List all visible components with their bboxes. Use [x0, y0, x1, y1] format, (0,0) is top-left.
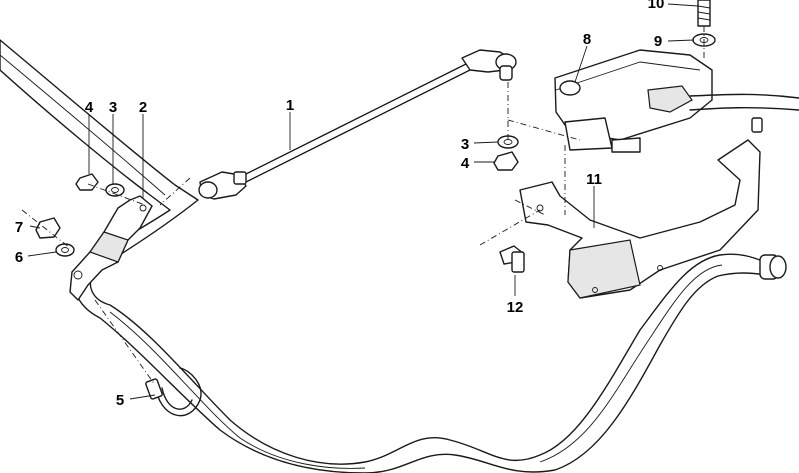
callout-6: 6: [15, 249, 23, 266]
callout-7: 7: [15, 219, 23, 236]
right-bracket: [519, 117, 763, 299]
callout-5: 5: [116, 392, 124, 409]
stabilizer-bar: [0, 39, 787, 473]
callout-3-left: 3: [109, 99, 117, 116]
callout-1: 1: [286, 97, 294, 114]
callout-12: 12: [507, 299, 524, 316]
u-bolt-5: [154, 367, 202, 417]
callout-3-right: 3: [461, 136, 469, 153]
callout-9: 9: [654, 33, 662, 50]
callout-2: 2: [139, 99, 147, 116]
washer-6: [55, 243, 75, 257]
left-bracket: [69, 195, 153, 301]
callout-8: 8: [583, 31, 591, 48]
sensor-module: [554, 49, 799, 153]
nut-left: [75, 173, 99, 191]
link-rod: [198, 49, 517, 200]
washer-left: [105, 183, 125, 197]
leader-lines: [27, 3, 699, 400]
callout-10: 10: [648, 0, 665, 12]
callout-11: 11: [586, 171, 602, 188]
nut-right: [493, 151, 519, 171]
callout-4-right: 4: [461, 155, 470, 172]
callout-labels: 1 2 3 4 7 6 5 8 9 10 3 4 11 12: [15, 0, 665, 409]
assembly-lines: [21, 26, 705, 386]
nut-7: [35, 217, 61, 239]
callout-4-left: 4: [85, 99, 94, 116]
